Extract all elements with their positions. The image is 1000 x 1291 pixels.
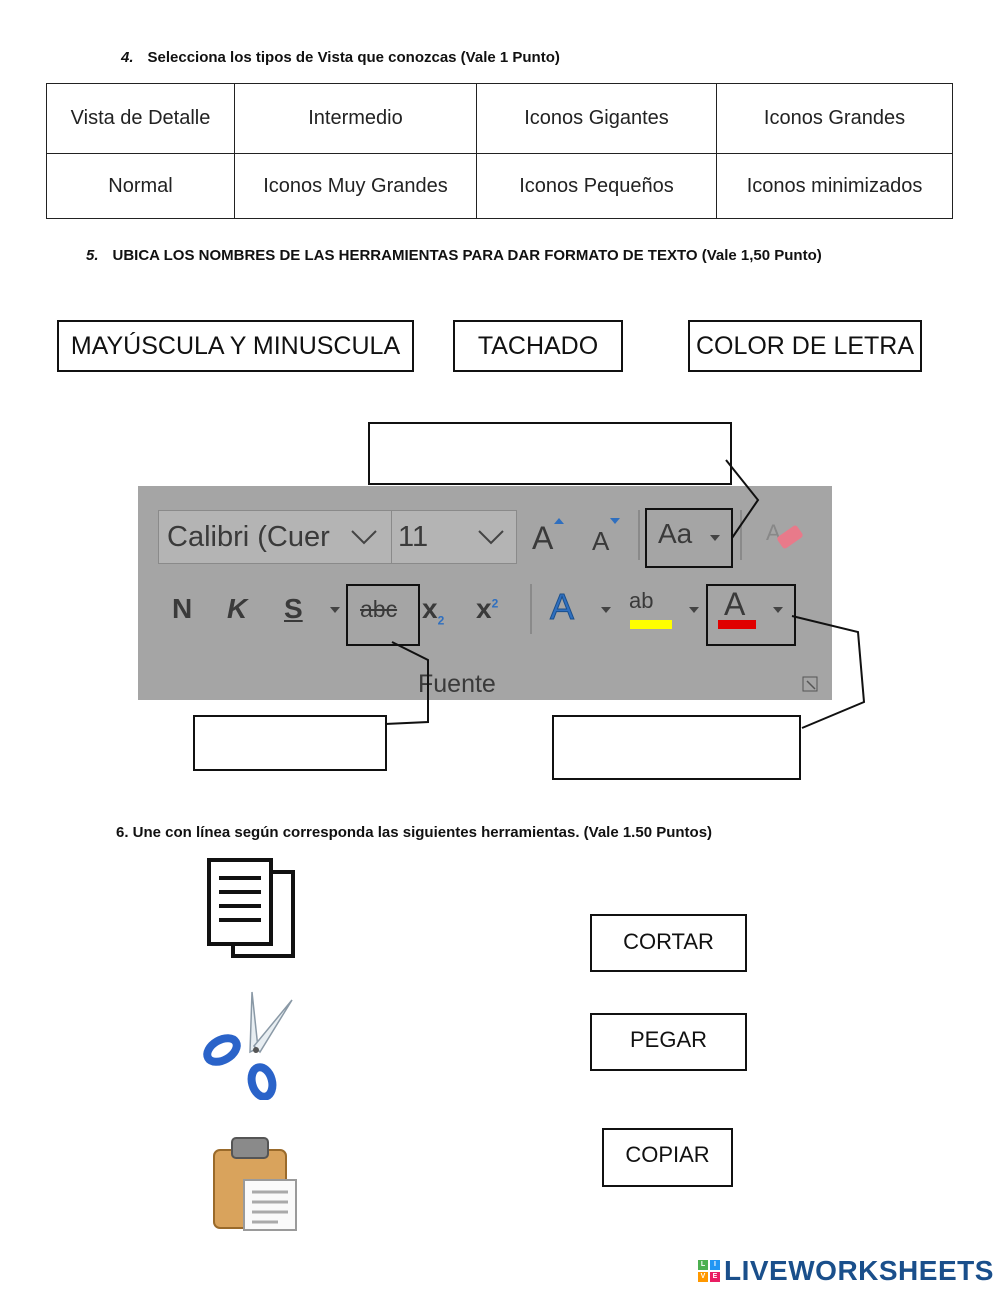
highlight-color-bar [630, 620, 672, 629]
svg-text:A: A [766, 520, 781, 545]
group-label-fuente: Fuente [418, 670, 496, 698]
logo-tile: E [710, 1272, 720, 1282]
answer-pegar[interactable]: PEGAR [590, 1013, 747, 1071]
view-option[interactable]: Iconos Pequeños [476, 153, 717, 219]
caret-down-icon [710, 535, 720, 541]
copy-icon [207, 858, 295, 958]
grow-font-icon: A [532, 520, 554, 556]
logo-tiles: L I V E [698, 1260, 720, 1282]
logo-tile: I [710, 1260, 720, 1270]
chevron-down-icon [478, 530, 504, 545]
logo-text: LIVEWORKSHEETS [724, 1255, 994, 1286]
bold-icon: N [172, 593, 193, 624]
view-option[interactable]: Iconos Muy Grandes [234, 153, 477, 219]
view-option[interactable]: Vista de Detalle [46, 83, 235, 154]
highlight-box-strikethrough [346, 584, 420, 646]
question-4-number: 4. [121, 49, 134, 66]
subscript-letter: x [422, 593, 438, 624]
font-ribbon: Calibri (Cuer 11 A A Aa A N K S abc x2 x… [138, 486, 832, 700]
liveworksheets-logo: L I V E LIVEWORKSHEETS [698, 1255, 994, 1286]
table-row: Normal Iconos Muy Grandes Iconos Pequeño… [46, 153, 953, 219]
dialog-launcher-icon [802, 676, 818, 692]
font-size-dropdown: 11 [391, 510, 517, 564]
word-card-strikethrough[interactable]: TACHADO [453, 320, 623, 372]
question-4-title: 4. Selecciona los tipos de Vista que cono… [121, 49, 560, 66]
separator [740, 510, 742, 560]
view-option[interactable]: Iconos Gigantes [476, 83, 717, 154]
scissors-icon [203, 991, 293, 1100]
question-6-title: 6. Une con línea según corresponda las s… [116, 824, 713, 841]
separator [530, 584, 532, 634]
highlight-icon: ab [629, 588, 654, 613]
italic-icon: K [227, 593, 248, 624]
caret-down-icon [689, 607, 699, 613]
answer-box-change-case[interactable] [368, 422, 732, 485]
answer-box-font-color[interactable] [552, 715, 801, 780]
separator [638, 510, 640, 560]
paste-icon [213, 1137, 297, 1231]
logo-tile: V [698, 1272, 708, 1282]
question-5-text: UBICA LOS NOMBRES DE LAS HERRAMIENTAS PA… [112, 247, 822, 264]
font-color-bar [718, 620, 756, 629]
strikethrough-icon: abc [360, 596, 398, 622]
answer-copiar[interactable]: COPIAR [602, 1128, 733, 1187]
font-size-value: 11 [398, 521, 429, 553]
change-case-icon: Aa [658, 518, 693, 549]
view-types-table: Vista de Detalle Intermedio Iconos Gigan… [46, 83, 953, 219]
table-row: Vista de Detalle Intermedio Iconos Gigan… [46, 83, 953, 154]
chevron-down-icon [351, 530, 377, 545]
word-card-font-color[interactable]: COLOR DE LETRA [688, 320, 922, 372]
question-5-title: 5. UBICA LOS NOMBRES DE LAS HERRAMIENTAS … [86, 247, 822, 264]
logo-tile: L [698, 1260, 708, 1270]
view-option[interactable]: Iconos Grandes [716, 83, 953, 154]
eraser-icon: A [766, 520, 803, 549]
superscript-letter: x [476, 593, 492, 624]
view-option[interactable]: Iconos minimizados [716, 153, 953, 219]
down-arrow-icon [610, 518, 620, 524]
answer-cortar[interactable]: CORTAR [590, 914, 747, 972]
superscript-icon: x2 [476, 593, 499, 624]
font-color-icon: A [724, 586, 746, 622]
text-effects-icon: A [549, 586, 575, 628]
font-name-dropdown: Calibri (Cuer [158, 510, 392, 564]
question-5-number: 5. [86, 247, 99, 264]
font-name-value: Calibri (Cuer [167, 521, 330, 553]
up-arrow-icon [554, 518, 564, 524]
view-option[interactable]: Normal [46, 153, 235, 219]
answer-box-strikethrough[interactable] [193, 715, 387, 771]
caret-down-icon [330, 607, 340, 613]
underline-icon: S [284, 593, 303, 624]
word-card-case[interactable]: MAYÚSCULA Y MINUSCULA [57, 320, 414, 372]
shrink-font-icon: A [592, 526, 610, 556]
caret-down-icon [601, 607, 611, 613]
subscript-icon: x2 [422, 593, 445, 628]
caret-down-icon [773, 607, 783, 613]
highlight-box-font-color [706, 584, 796, 646]
question-4-text: Selecciona los tipos de Vista que conozc… [147, 49, 560, 66]
connector-lines [384, 459, 866, 729]
